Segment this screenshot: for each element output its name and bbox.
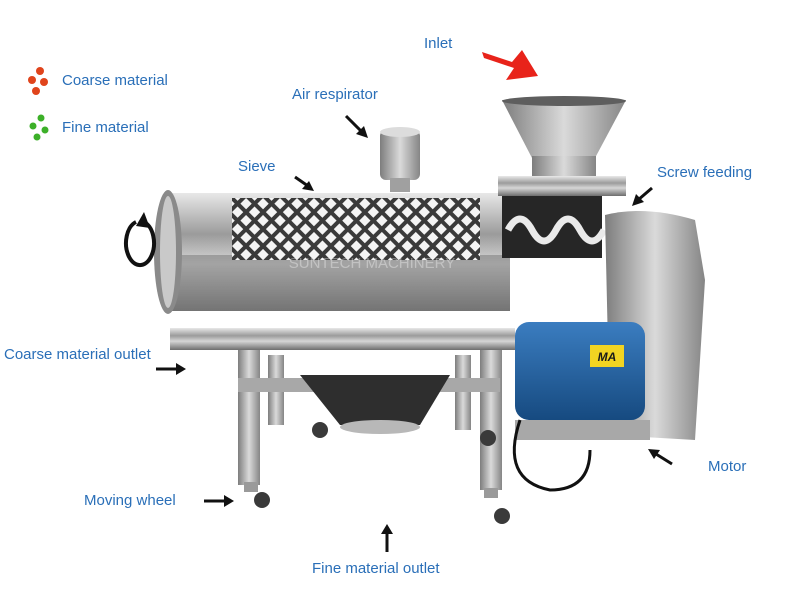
inlet-hopper xyxy=(498,96,626,196)
legend-fine-label: Fine material xyxy=(62,119,149,136)
screw-feeding-label: Screw feeding xyxy=(657,164,753,181)
support-frame xyxy=(170,328,515,490)
moving-wheel-label: Moving wheel xyxy=(84,492,176,509)
legend-coarse-label: Coarse material xyxy=(62,72,168,89)
moving-wheel-icon xyxy=(244,422,510,524)
coarse-outlet-label: Coarse material outlet xyxy=(4,346,151,363)
sieve-cylinder xyxy=(154,190,608,314)
inlet-arrow-icon xyxy=(482,50,538,80)
fine-material-dots-icon xyxy=(29,114,49,141)
motor-badge: MA xyxy=(598,350,617,364)
coarse-material-dots-icon xyxy=(28,67,48,95)
rotation-arrow-icon xyxy=(124,212,156,268)
fine-outlet-arrow-icon xyxy=(381,524,393,552)
sieve-label: Sieve xyxy=(238,158,276,175)
air-respirator-label: Air respirator xyxy=(292,86,378,103)
inlet-label: Inlet xyxy=(424,35,453,52)
pointer-arrows xyxy=(156,114,673,552)
watermark: SUNTECH MACHINERY xyxy=(289,255,455,272)
air-respirator xyxy=(380,127,420,192)
screw-feeding-arrow-icon xyxy=(632,186,653,206)
motor xyxy=(512,322,650,492)
motor-label: Motor xyxy=(708,458,747,475)
fine-outlet-label: Fine material outlet xyxy=(312,560,440,577)
coarse-outlet-arrow-icon xyxy=(156,363,186,375)
fine-outlet-hopper xyxy=(300,375,450,434)
air-respirator-arrow-icon xyxy=(344,114,368,138)
motor-arrow-icon xyxy=(648,449,673,466)
moving-wheel-arrow-icon xyxy=(204,495,234,507)
sieve-arrow-icon xyxy=(294,175,314,191)
